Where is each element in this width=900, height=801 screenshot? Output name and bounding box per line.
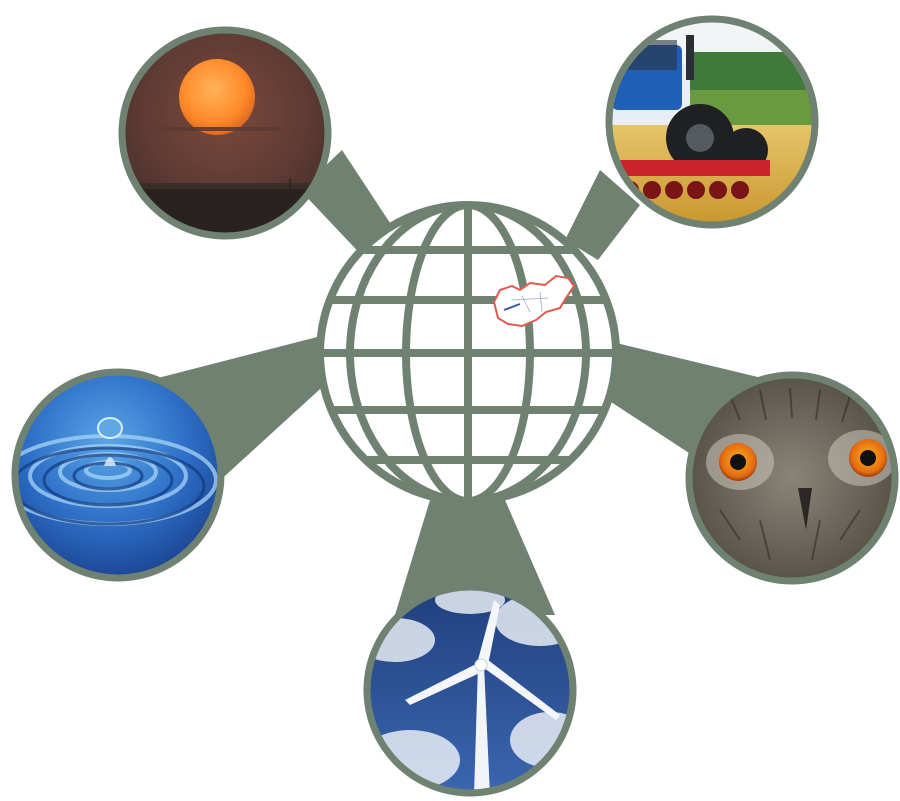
hungary-map: [492, 274, 576, 328]
node-wind: [363, 583, 577, 797]
connector-agriculture: [565, 170, 640, 260]
node-wildlife: [685, 371, 899, 585]
node-water: [11, 368, 225, 582]
node-agriculture: [605, 15, 819, 229]
owl-icon: [689, 375, 895, 581]
globe: [316, 201, 620, 505]
water-drop-icon: [15, 372, 221, 578]
node-sun: [118, 26, 332, 240]
connector-wind: [395, 500, 555, 615]
wind-turbine-icon: [367, 587, 573, 793]
